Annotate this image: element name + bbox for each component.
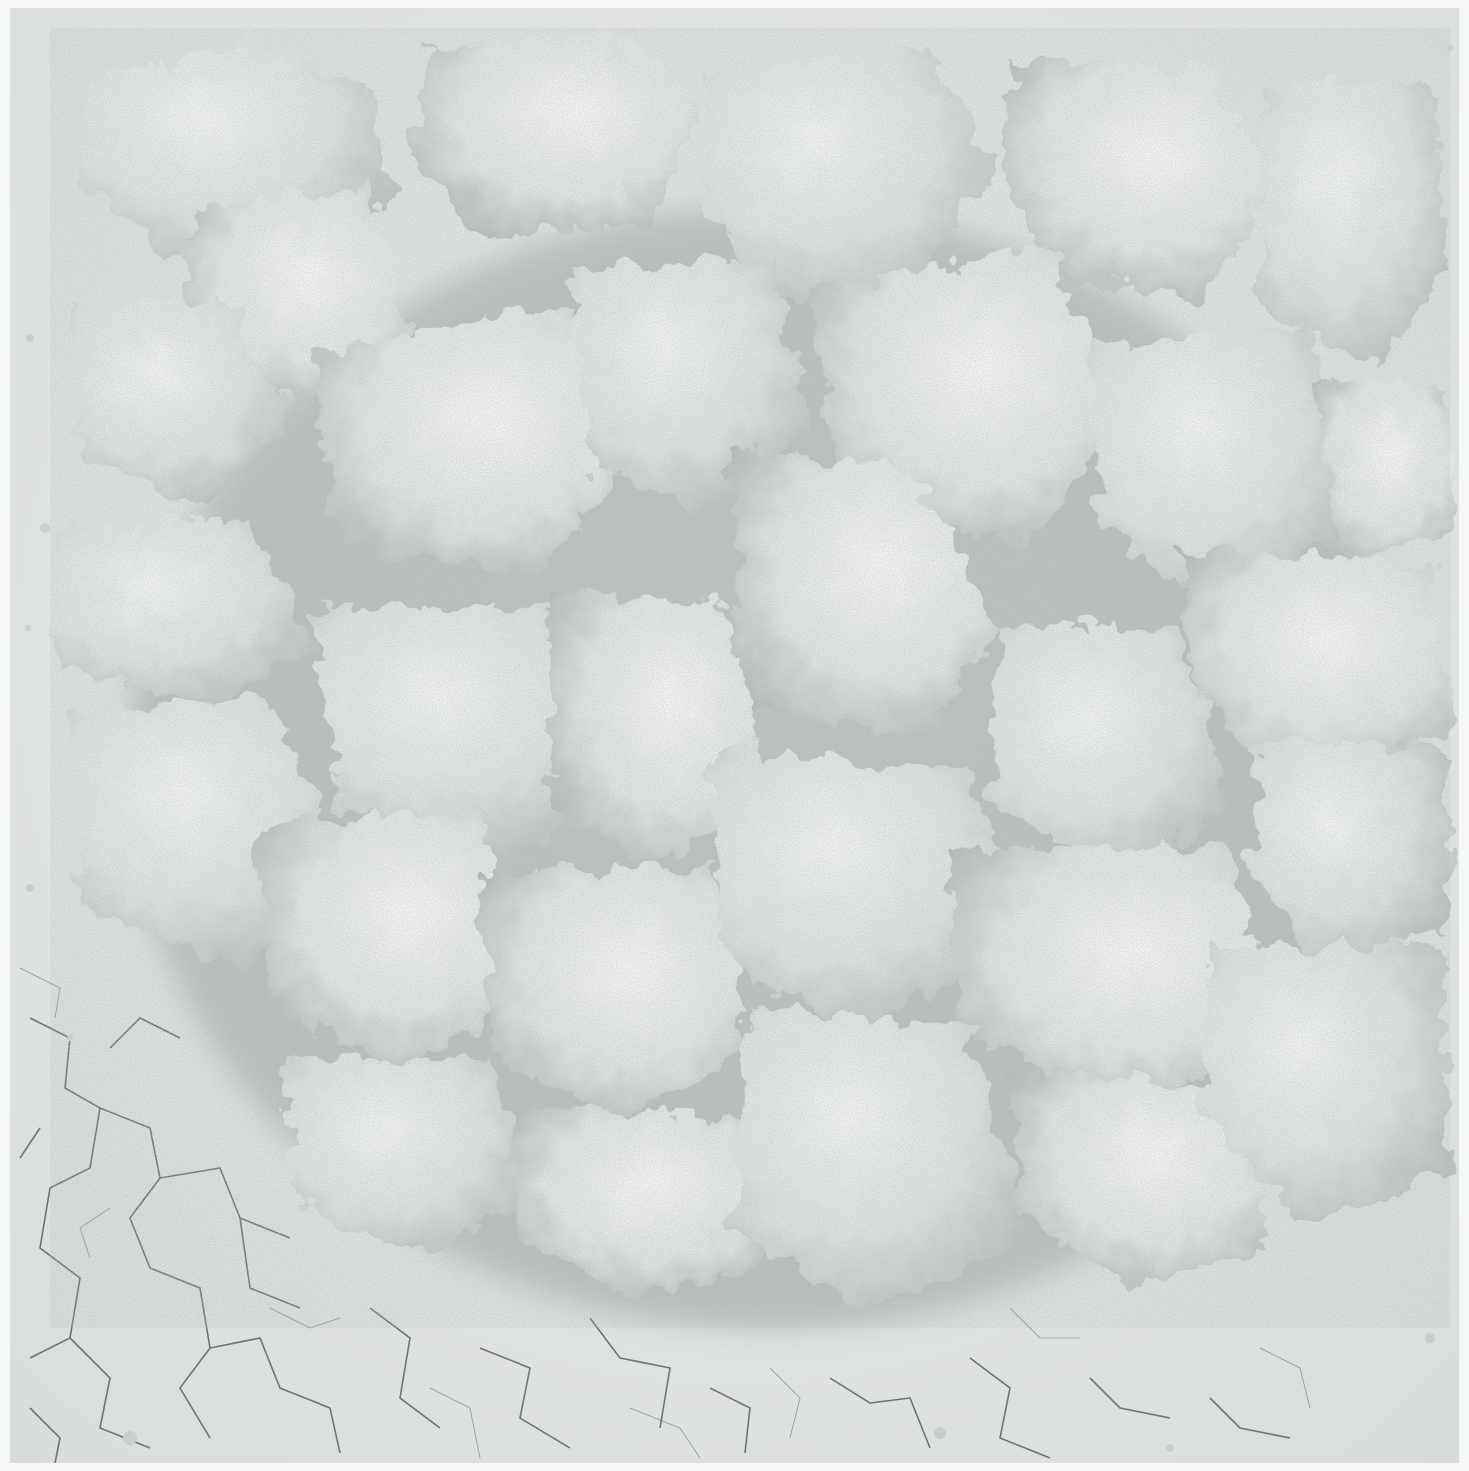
artwork-illustration	[10, 8, 1459, 1463]
granular-texture	[50, 28, 1450, 1328]
plaster-relief-artwork	[10, 8, 1459, 1463]
debris-specks	[25, 45, 1453, 1452]
